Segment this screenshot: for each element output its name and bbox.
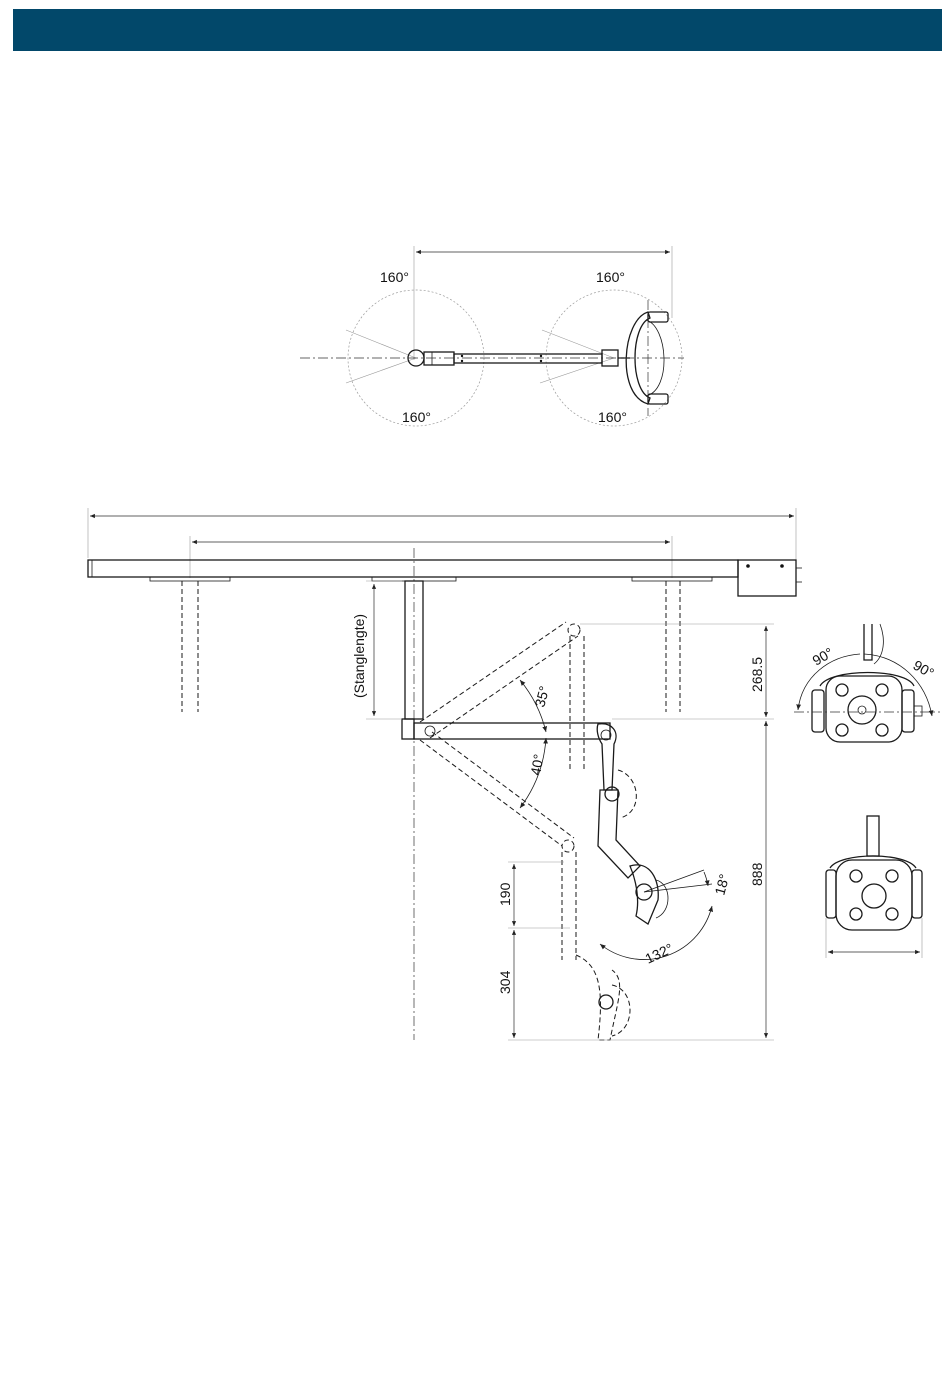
front-angle-right-label: 90° (911, 657, 937, 681)
top-view-angle-bottom-right: 160° (598, 409, 627, 425)
dim-total-label: 888 (749, 862, 765, 886)
angle-upper-label: 35° (531, 684, 552, 709)
angle-head-rotate-label: 132° (643, 940, 676, 967)
top-view-angle-bottom-left: 160° (402, 409, 431, 425)
top-view: 160° 160° 160° 160° (300, 246, 684, 426)
front-angle-left-label: 90° (810, 644, 836, 668)
dim-190-label: 190 (497, 882, 513, 906)
dim-304-label: 304 (497, 970, 513, 994)
dim-upper-label: 268.5 (749, 657, 765, 692)
front-view-lower (826, 816, 922, 958)
front-view-upper: 90° 90° (794, 624, 940, 742)
angle-lower-label: 40° (527, 753, 546, 777)
rod-length-label: (Stanglengte) (351, 614, 367, 698)
top-view-angle-top-right: 160° (596, 269, 625, 285)
top-view-angle-top-left: 160° (380, 269, 409, 285)
side-view: (Stanglengte) 35° 40° (88, 508, 802, 1040)
angle-head-tilt-label: 18° (711, 872, 732, 897)
